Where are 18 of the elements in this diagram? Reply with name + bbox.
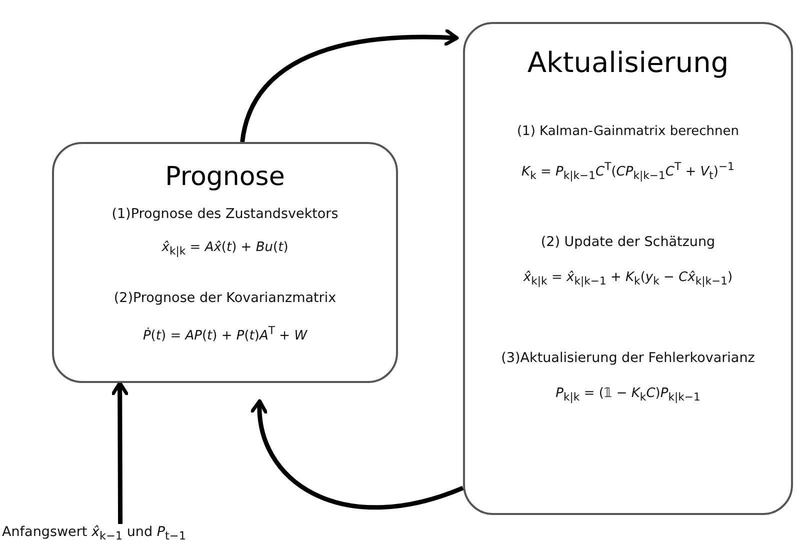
arrow xyxy=(251,399,464,510)
step-label: (2)Prognose der Kovarianzmatrix xyxy=(114,290,336,306)
box-title: Prognose xyxy=(165,162,285,192)
arrow xyxy=(240,28,459,142)
step-label: (1)Prognose des Zustandsvektors xyxy=(112,206,338,222)
step-label: (2) Update der Schätzung xyxy=(540,234,716,250)
process-box xyxy=(463,22,793,515)
formula: P$_{k|k}$ = (𝟙 − K$_{k}$C)P$_{k|k−1}$ xyxy=(556,386,700,404)
step-label: (1) Kalman-Gainmatrix berechnen xyxy=(516,124,740,139)
formula: x̂$_{k|k}$ = x̂$_{k|k−1}$ + K$_{k}$(y$_{k}$ − Cx̂$_{k|k−1}$) xyxy=(523,270,733,288)
arrow xyxy=(111,381,129,524)
formula: K$_{k}$ = P$_{k|k−1}$C$^{T}$(CP$_{k|k−1}$C$^{T}$ + V$_{t}$)$^{−1}$ xyxy=(522,160,734,182)
box-title: Aktualisierung xyxy=(527,46,729,79)
process-box xyxy=(52,142,398,383)
annotation-text: Anfangswert x̂$_{k−1}$ und P$_{t−1}$ xyxy=(2,524,186,543)
step-label: (3)Aktualisierung der Fehlerkovarianz xyxy=(501,350,755,366)
formula: x̂$_{k|k}$ = Ax̂(t) + Bu(t) xyxy=(162,240,288,258)
formula: Ṗ(t) = AP(t) + P(t)A$^{T}$ + W xyxy=(142,324,308,344)
